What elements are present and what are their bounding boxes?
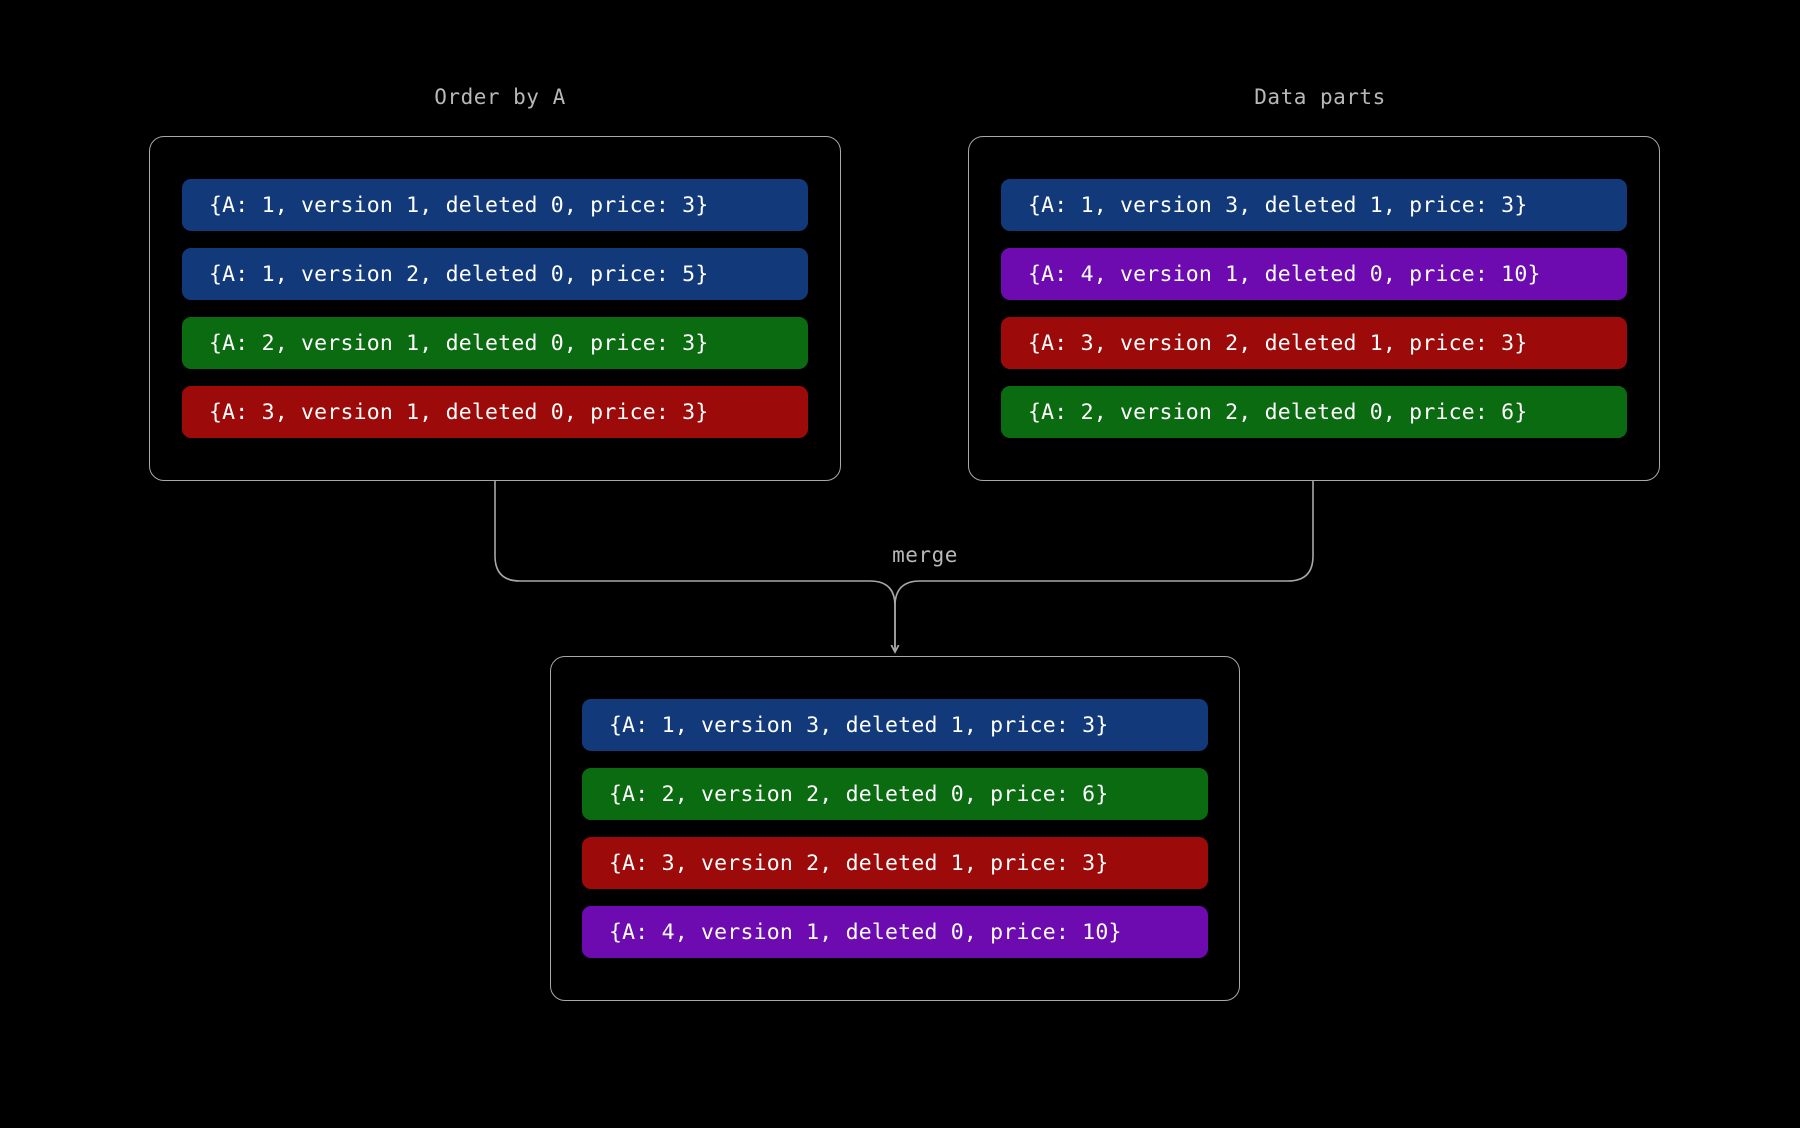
order-by-a-row-list: {A: 1, version 1, deleted 0, price: 3} {… <box>150 137 840 480</box>
data-row[interactable]: {A: 1, version 2, deleted 0, price: 5} <box>182 248 808 300</box>
data-row[interactable]: {A: 3, version 1, deleted 0, price: 3} <box>182 386 808 438</box>
merged-row-list: {A: 1, version 3, deleted 1, price: 3} {… <box>551 657 1239 1000</box>
order-by-a-container: {A: 1, version 1, deleted 0, price: 3} {… <box>149 136 841 481</box>
data-row[interactable]: {A: 3, version 2, deleted 1, price: 3} <box>1001 317 1627 369</box>
connector-left <box>494 481 895 651</box>
group-title-data-parts: Data parts <box>1254 85 1386 109</box>
data-row[interactable]: {A: 4, version 1, deleted 0, price: 10} <box>1001 248 1627 300</box>
merge-label: merge <box>892 543 958 567</box>
data-row[interactable]: {A: 4, version 1, deleted 0, price: 10} <box>582 906 1208 958</box>
data-row[interactable]: {A: 2, version 1, deleted 0, price: 3} <box>182 317 808 369</box>
data-row[interactable]: {A: 1, version 1, deleted 0, price: 3} <box>182 179 808 231</box>
data-row[interactable]: {A: 1, version 3, deleted 1, price: 3} <box>1001 179 1627 231</box>
data-parts-row-list: {A: 1, version 3, deleted 1, price: 3} {… <box>969 137 1659 480</box>
group-title-order-by-a: Order by A <box>434 85 566 109</box>
merged-result-container: {A: 1, version 3, deleted 1, price: 3} {… <box>550 656 1240 1001</box>
data-row[interactable]: {A: 2, version 2, deleted 0, price: 6} <box>582 768 1208 820</box>
data-row[interactable]: {A: 3, version 2, deleted 1, price: 3} <box>582 837 1208 889</box>
data-row[interactable]: {A: 2, version 2, deleted 0, price: 6} <box>1001 386 1627 438</box>
data-parts-container: {A: 1, version 3, deleted 1, price: 3} {… <box>968 136 1660 481</box>
data-row[interactable]: {A: 1, version 3, deleted 1, price: 3} <box>582 699 1208 751</box>
